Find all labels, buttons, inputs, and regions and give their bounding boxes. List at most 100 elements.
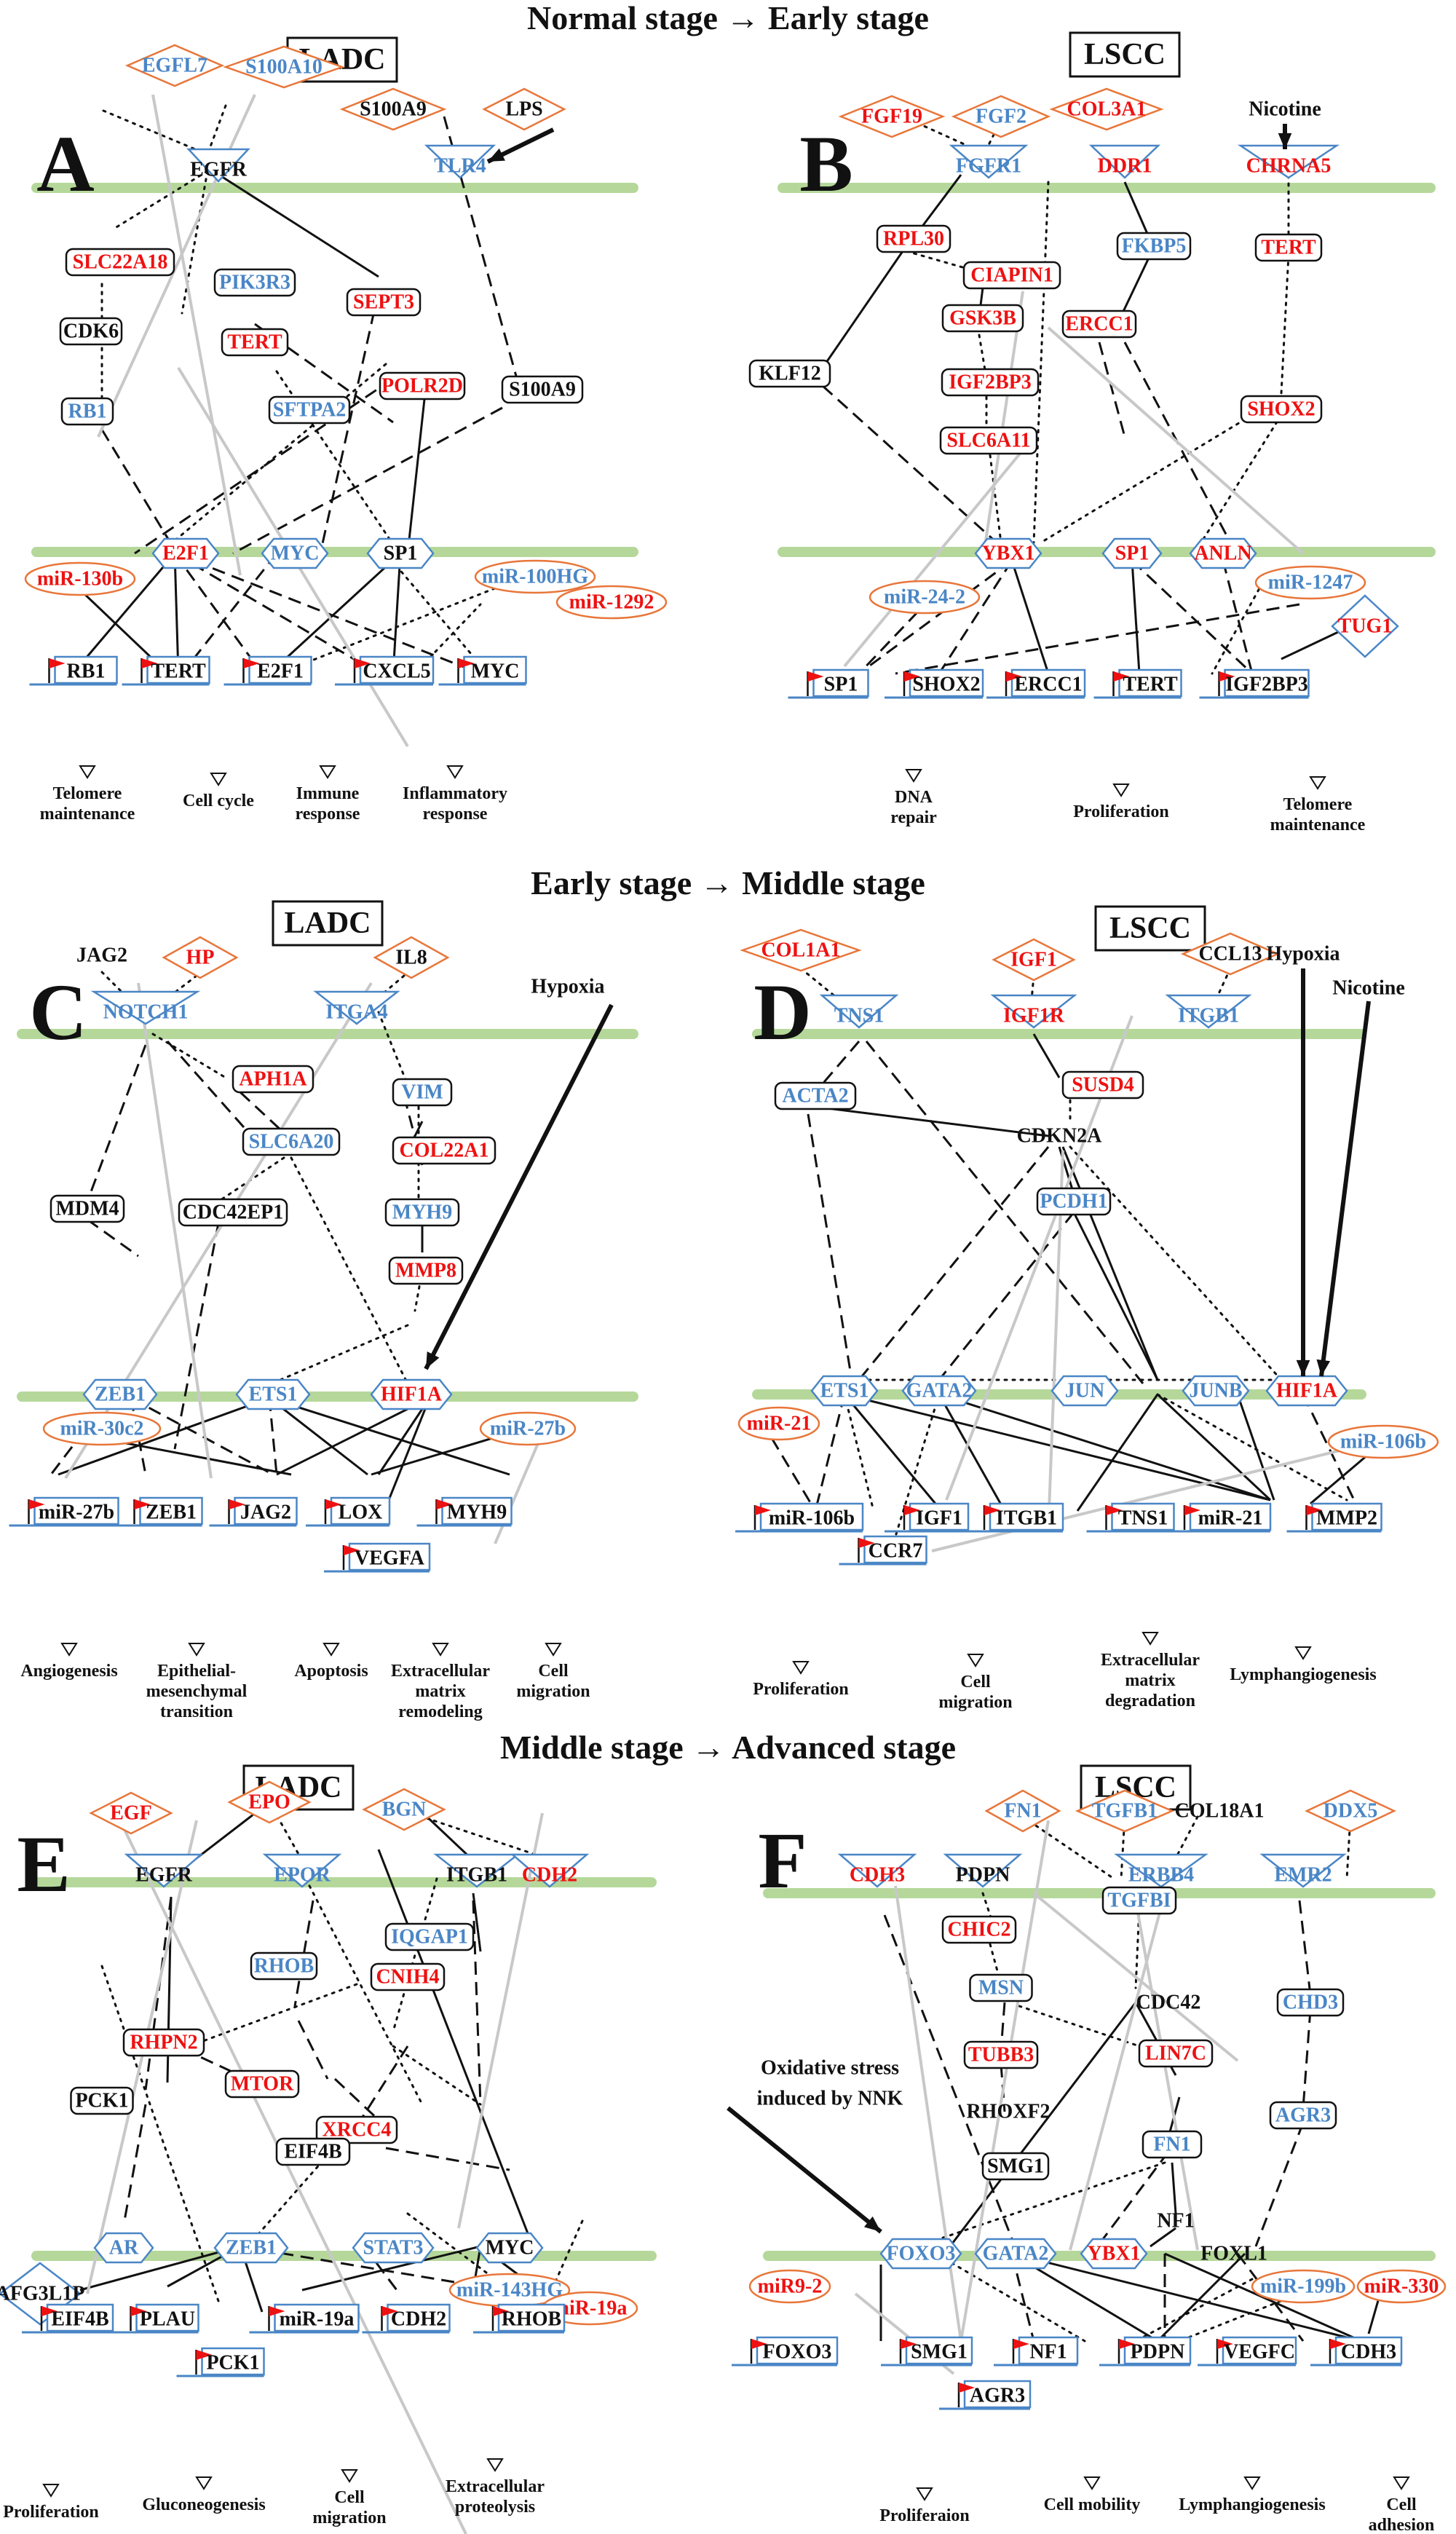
edge xyxy=(1200,414,1283,544)
ligand-shape xyxy=(162,936,239,979)
arrowhead-icon xyxy=(210,773,227,786)
node-hypoxia: Hypoxia xyxy=(1266,943,1340,966)
edge xyxy=(414,1269,424,1312)
edge xyxy=(275,370,398,551)
edge xyxy=(1018,2005,1163,2055)
arrowhead-icon xyxy=(863,2216,881,2232)
node-label: TNS1 xyxy=(834,1005,884,1027)
tf-hexagon xyxy=(93,2232,154,2264)
node-rhpn2: RHPN2 xyxy=(122,2028,205,2057)
edge xyxy=(137,982,213,1479)
edge xyxy=(457,1812,544,2229)
gene-box xyxy=(1311,1502,1382,1531)
edge xyxy=(938,1212,1075,1381)
process-proliferation: Proliferation xyxy=(3,2484,99,2522)
process-label: remodeling xyxy=(398,1702,483,1721)
edge xyxy=(901,115,977,151)
stimulus-arrow xyxy=(424,1003,614,1370)
node-label: ERCC1 xyxy=(1065,313,1133,336)
node-label: Oxidative stress xyxy=(761,2057,899,2080)
gene-box xyxy=(463,655,527,684)
gene-box xyxy=(909,1502,970,1531)
node-label: S100A10 xyxy=(245,56,323,79)
promoter-flag-icon xyxy=(1006,671,1022,682)
promoter-flag-icon xyxy=(959,2383,975,2393)
node-cnih4: CNIH4 xyxy=(370,1962,446,1992)
node-label: HIF1A xyxy=(381,1384,443,1406)
node-label: STAT3 xyxy=(363,2237,424,2259)
node-label: S100A9 xyxy=(360,98,427,121)
rna-ellipse xyxy=(555,585,668,620)
node-chic2: CHIC2 xyxy=(941,1915,1017,1944)
node-e2f1: E2F1 xyxy=(151,537,220,569)
edge xyxy=(71,553,176,674)
gene-box xyxy=(963,2380,1032,2409)
node-mir-21: miR-21 xyxy=(737,1406,820,1441)
edge xyxy=(392,553,402,674)
rna-ellipse xyxy=(869,580,981,615)
edge xyxy=(1131,560,1141,674)
arrowhead-icon xyxy=(488,148,505,162)
process-label: Cell xyxy=(960,1673,991,1692)
edge xyxy=(807,1113,853,1381)
node-iqgap1: IQGAP1 xyxy=(384,1922,475,1951)
process-label: Cell cycle xyxy=(183,792,254,810)
node-label: RB1 xyxy=(67,660,106,683)
edge xyxy=(843,1394,937,1504)
process-label: Angiogenesis xyxy=(20,1662,117,1681)
edges xyxy=(770,967,1391,1552)
node-plau: PLAU xyxy=(111,2303,199,2334)
gene-box xyxy=(146,655,210,684)
node-label: TERT xyxy=(1123,674,1178,696)
node-label: miR-21 xyxy=(747,1413,812,1435)
process-label: maintenance xyxy=(40,805,135,824)
protein-box xyxy=(1101,1886,1177,1915)
arrowhead-icon xyxy=(432,1643,449,1657)
rna-ellipse xyxy=(474,559,596,594)
node-label: IGF1 xyxy=(916,1507,962,1530)
node-mir-330: miR-330 xyxy=(1356,2269,1447,2304)
process-label: Epithelial- xyxy=(157,1662,236,1681)
arrowhead-icon xyxy=(426,1351,440,1369)
process-cell-cycle: Cell cycle xyxy=(183,773,254,810)
edge xyxy=(1040,414,1254,544)
node-rpl30: RPL30 xyxy=(876,224,951,253)
node-label: miR-21 xyxy=(1198,1507,1263,1530)
node-gata2: GATA2 xyxy=(901,1375,977,1407)
node-s100a10: S100A10 xyxy=(223,45,345,89)
promoter-flag-icon xyxy=(904,671,920,682)
rna-ellipse xyxy=(737,1406,820,1441)
tf-hexagon xyxy=(151,537,220,569)
node-col22a1: COL22A1 xyxy=(392,1136,496,1165)
ligand-shape xyxy=(89,1791,173,1835)
tf-hexagon xyxy=(352,2232,435,2264)
node-sept3: SEPT3 xyxy=(346,288,422,317)
receptor-shape xyxy=(1114,1853,1208,1888)
node-label: HIF1A xyxy=(1276,1380,1338,1402)
edge xyxy=(1098,342,1126,438)
process-label: response xyxy=(296,805,360,824)
receptor-shape xyxy=(262,1853,342,1888)
gene-box xyxy=(1334,2336,1403,2365)
process-angiogenesis: Angiogenesis xyxy=(20,1643,118,1681)
node-label: XRCC4 xyxy=(323,2119,392,2142)
node-label: CDH3 xyxy=(850,1864,905,1887)
receptor-shape xyxy=(1259,1853,1347,1888)
node-label: VEGFA xyxy=(355,1547,425,1570)
tf-hexagon xyxy=(1101,537,1163,569)
rna-ellipse xyxy=(1254,565,1366,600)
edge xyxy=(319,291,380,554)
edge xyxy=(174,552,379,675)
node-label: SUSD4 xyxy=(1072,1074,1134,1097)
edge xyxy=(770,1437,817,1512)
node-label: SP1 xyxy=(1115,542,1150,565)
node-ciapin1: CIAPIN1 xyxy=(962,261,1061,290)
promoter-flag-icon xyxy=(325,1499,341,1509)
protein-box xyxy=(379,371,466,400)
node-anln: ANLN xyxy=(1189,537,1257,569)
receptor-shape xyxy=(1088,144,1161,179)
node-label: MDM4 xyxy=(55,1198,119,1220)
node-egfl7: EGFL7 xyxy=(124,44,225,87)
